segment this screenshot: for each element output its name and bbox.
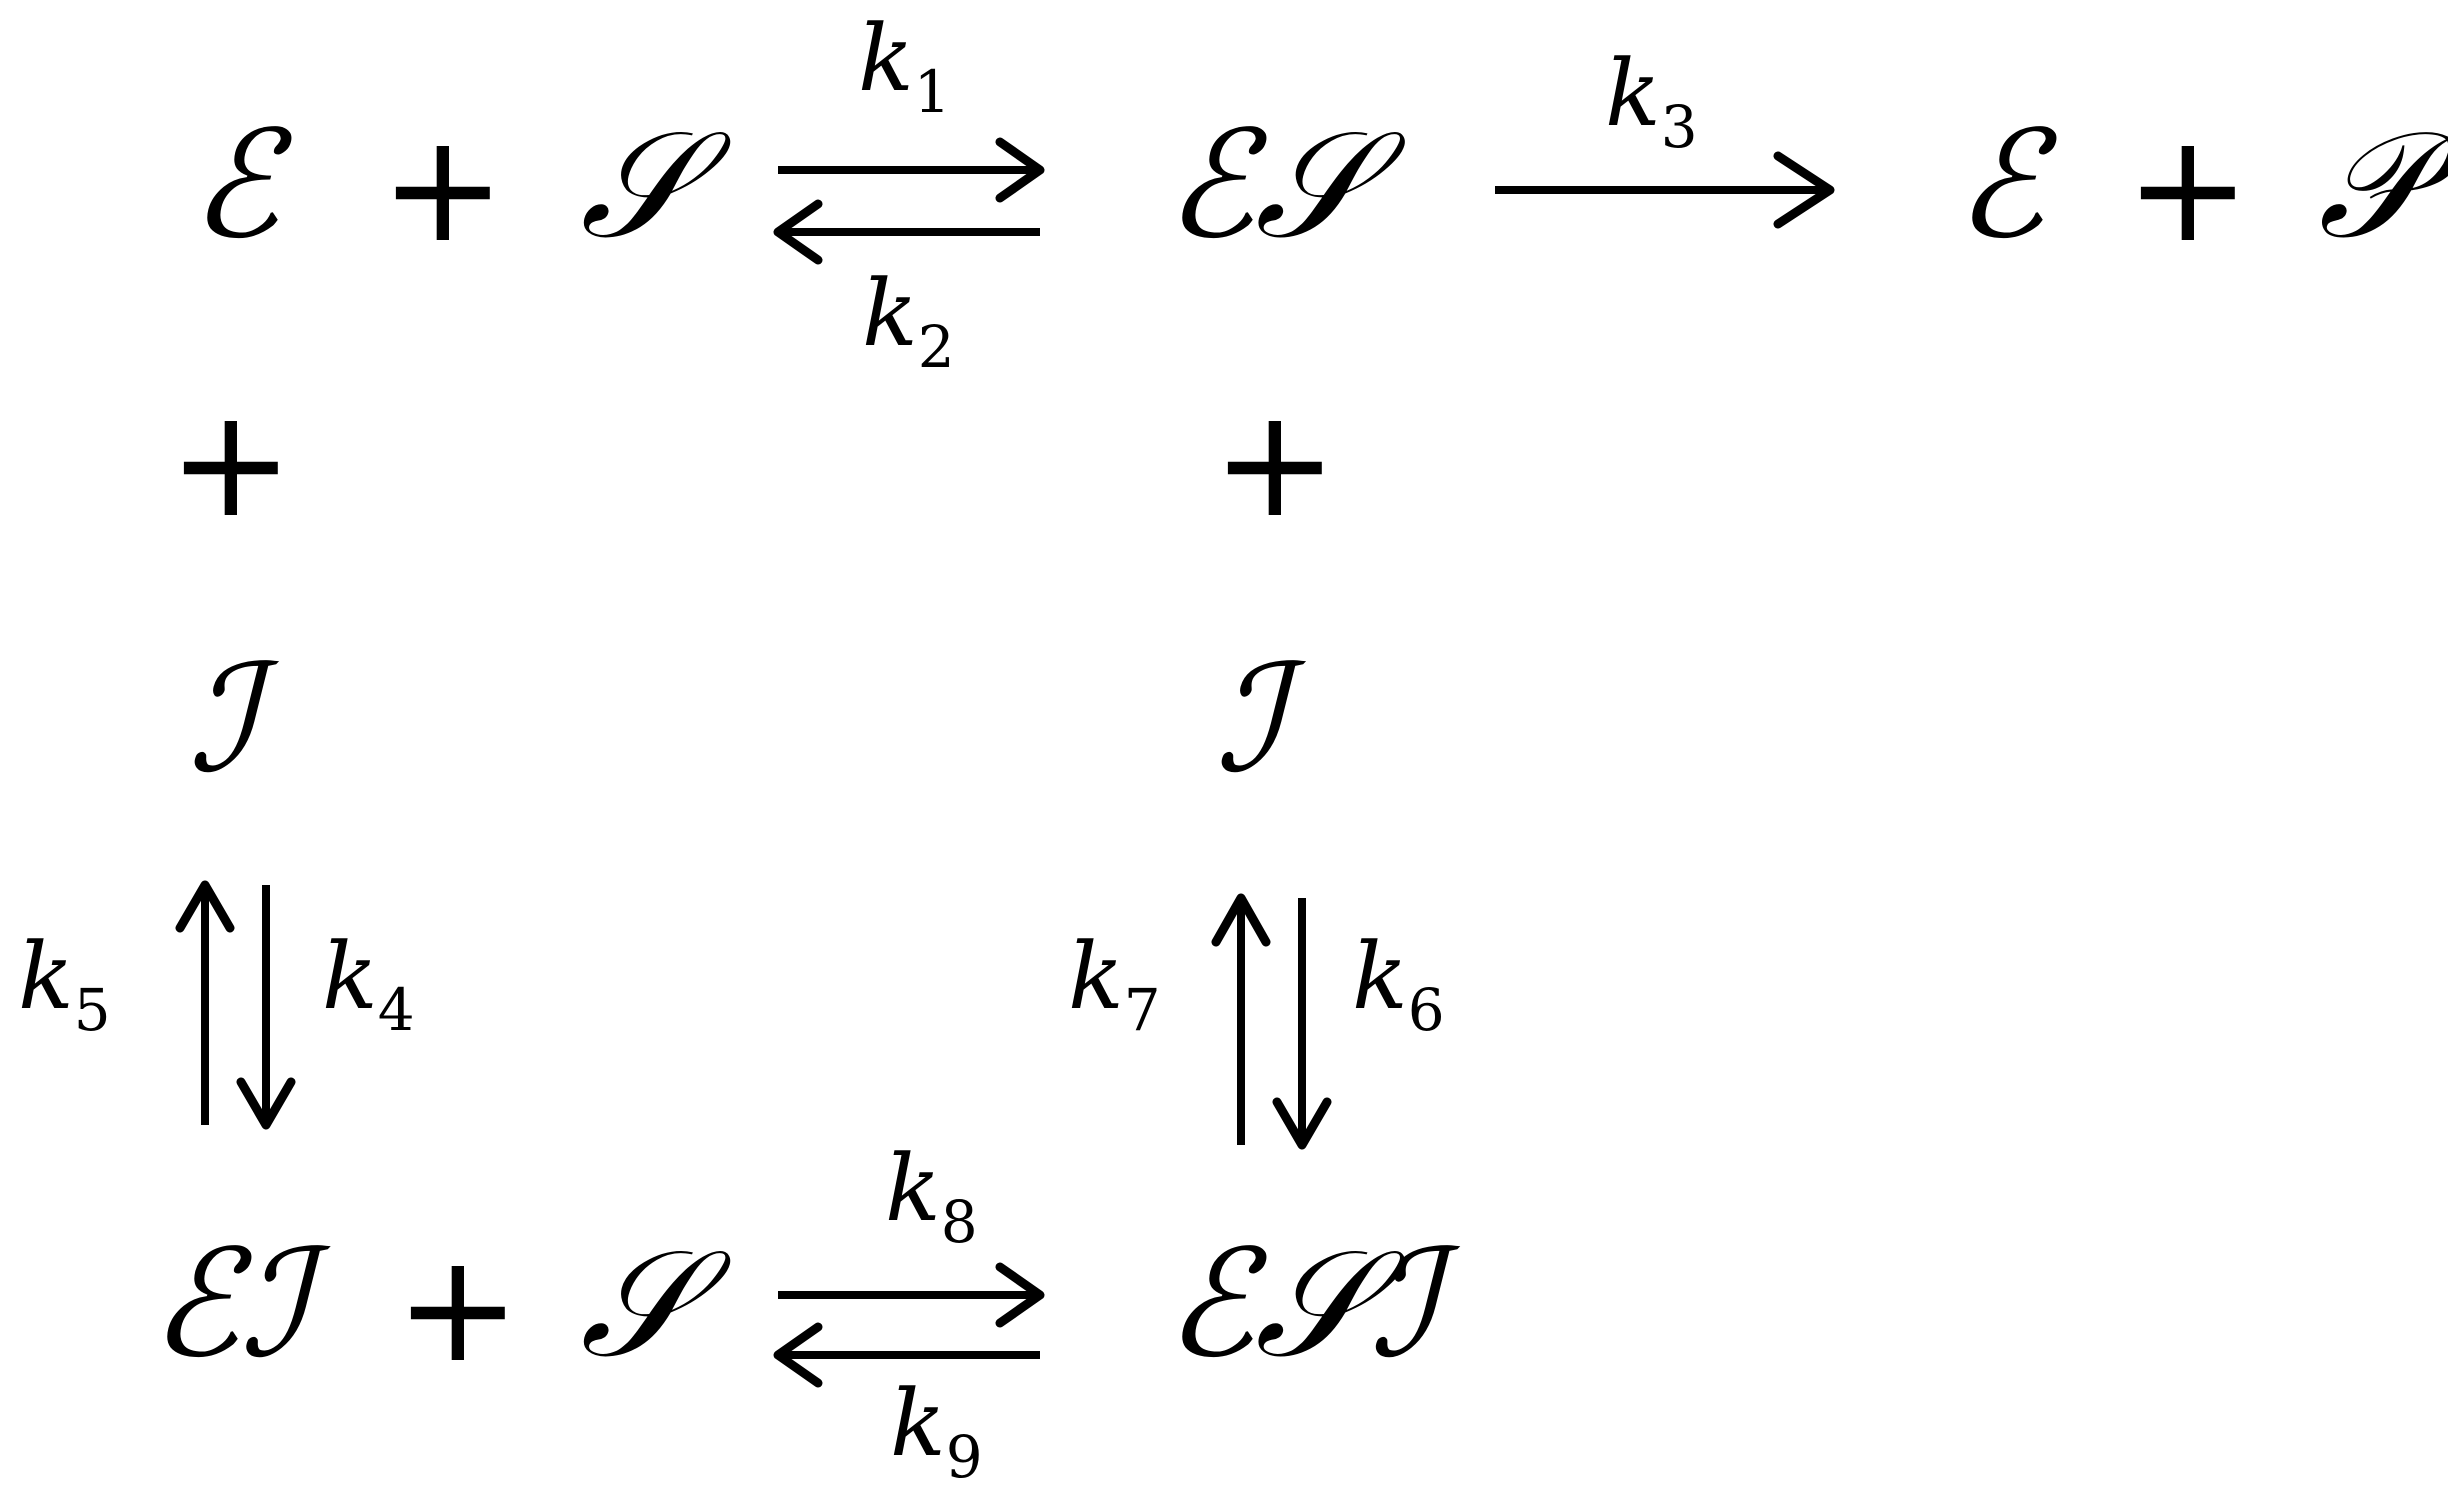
species-enzyme-substrate-inhibitor-complex: ℰ𝒮ℐ bbox=[1165, 1218, 1461, 1390]
rate-index: 7 bbox=[1124, 976, 1161, 1044]
rate-constant-k6: k6 bbox=[1352, 923, 1445, 1044]
species-substrate-bottom: 𝒮 bbox=[580, 1218, 732, 1390]
arrowhead bbox=[1773, 151, 1835, 229]
down-arrowhead bbox=[1272, 1097, 1332, 1150]
rate-letter: k bbox=[885, 1135, 941, 1242]
up-arrowhead bbox=[175, 880, 235, 933]
rate-index: 3 bbox=[1661, 93, 1698, 161]
species-product: 𝒫 bbox=[2318, 99, 2448, 271]
rate-constant-k9: k9 bbox=[890, 1370, 983, 1488]
species-inhibitor-left: ℐ bbox=[188, 633, 280, 805]
plus-operator: + bbox=[380, 102, 506, 276]
rate-constant-k3: k3 bbox=[1605, 40, 1698, 161]
rate-letter: k bbox=[322, 923, 378, 1030]
forward-arrow-k3 bbox=[1495, 151, 1835, 229]
species-inhibitor-right: ℐ bbox=[1215, 633, 1307, 805]
rate-index: 4 bbox=[378, 976, 415, 1044]
rate-index: 9 bbox=[946, 1423, 983, 1488]
plus-operator: + bbox=[2125, 102, 2251, 276]
species-enzyme: ℰ bbox=[190, 99, 293, 271]
rate-index: 2 bbox=[918, 313, 955, 381]
down-arrowhead bbox=[236, 1077, 296, 1130]
rate-letter: k bbox=[862, 260, 918, 367]
rate-letter: k bbox=[1068, 923, 1124, 1030]
rate-constant-k5: k5 bbox=[18, 923, 111, 1044]
rate-constant-k7: k7 bbox=[1068, 923, 1161, 1044]
rate-letter: k bbox=[1352, 923, 1408, 1030]
rate-index: 6 bbox=[1408, 976, 1445, 1044]
rate-letter: k bbox=[18, 923, 74, 1030]
rate-index: 8 bbox=[941, 1188, 978, 1256]
rate-letter: k bbox=[890, 1370, 946, 1477]
rate-index: 1 bbox=[914, 58, 951, 126]
rate-constant-k4: k4 bbox=[322, 923, 415, 1044]
plus-operator: + bbox=[395, 1222, 521, 1396]
forward-arrowhead bbox=[995, 1262, 1045, 1328]
rate-constant-k2: k2 bbox=[862, 260, 955, 381]
species-enzyme-inhibitor-complex: ℰℐ bbox=[150, 1218, 332, 1390]
species-substrate: 𝒮 bbox=[580, 99, 732, 271]
reverse-arrowhead bbox=[773, 1322, 823, 1388]
equilibrium-arrow-k8-k9 bbox=[773, 1262, 1045, 1388]
rate-constant-k1: k1 bbox=[858, 5, 951, 126]
equilibrium-arrow-k4-k5 bbox=[175, 880, 296, 1130]
rate-index: 5 bbox=[74, 976, 111, 1044]
rate-letter: k bbox=[858, 5, 914, 112]
plus-operator-right: + bbox=[1212, 377, 1338, 551]
up-arrowhead bbox=[1211, 893, 1271, 947]
plus-operator-left: + bbox=[168, 377, 294, 551]
species-enzyme-product-side: ℰ bbox=[1955, 99, 2058, 271]
species-enzyme-substrate-complex: ℰ𝒮 bbox=[1165, 99, 1407, 271]
rate-letter: k bbox=[1605, 40, 1661, 147]
rate-constant-k8: k8 bbox=[885, 1135, 978, 1256]
reverse-arrowhead bbox=[773, 199, 823, 265]
equilibrium-arrow-k1-k2 bbox=[773, 137, 1045, 265]
equilibrium-arrow-k6-k7 bbox=[1211, 893, 1332, 1150]
forward-arrowhead bbox=[995, 137, 1045, 203]
